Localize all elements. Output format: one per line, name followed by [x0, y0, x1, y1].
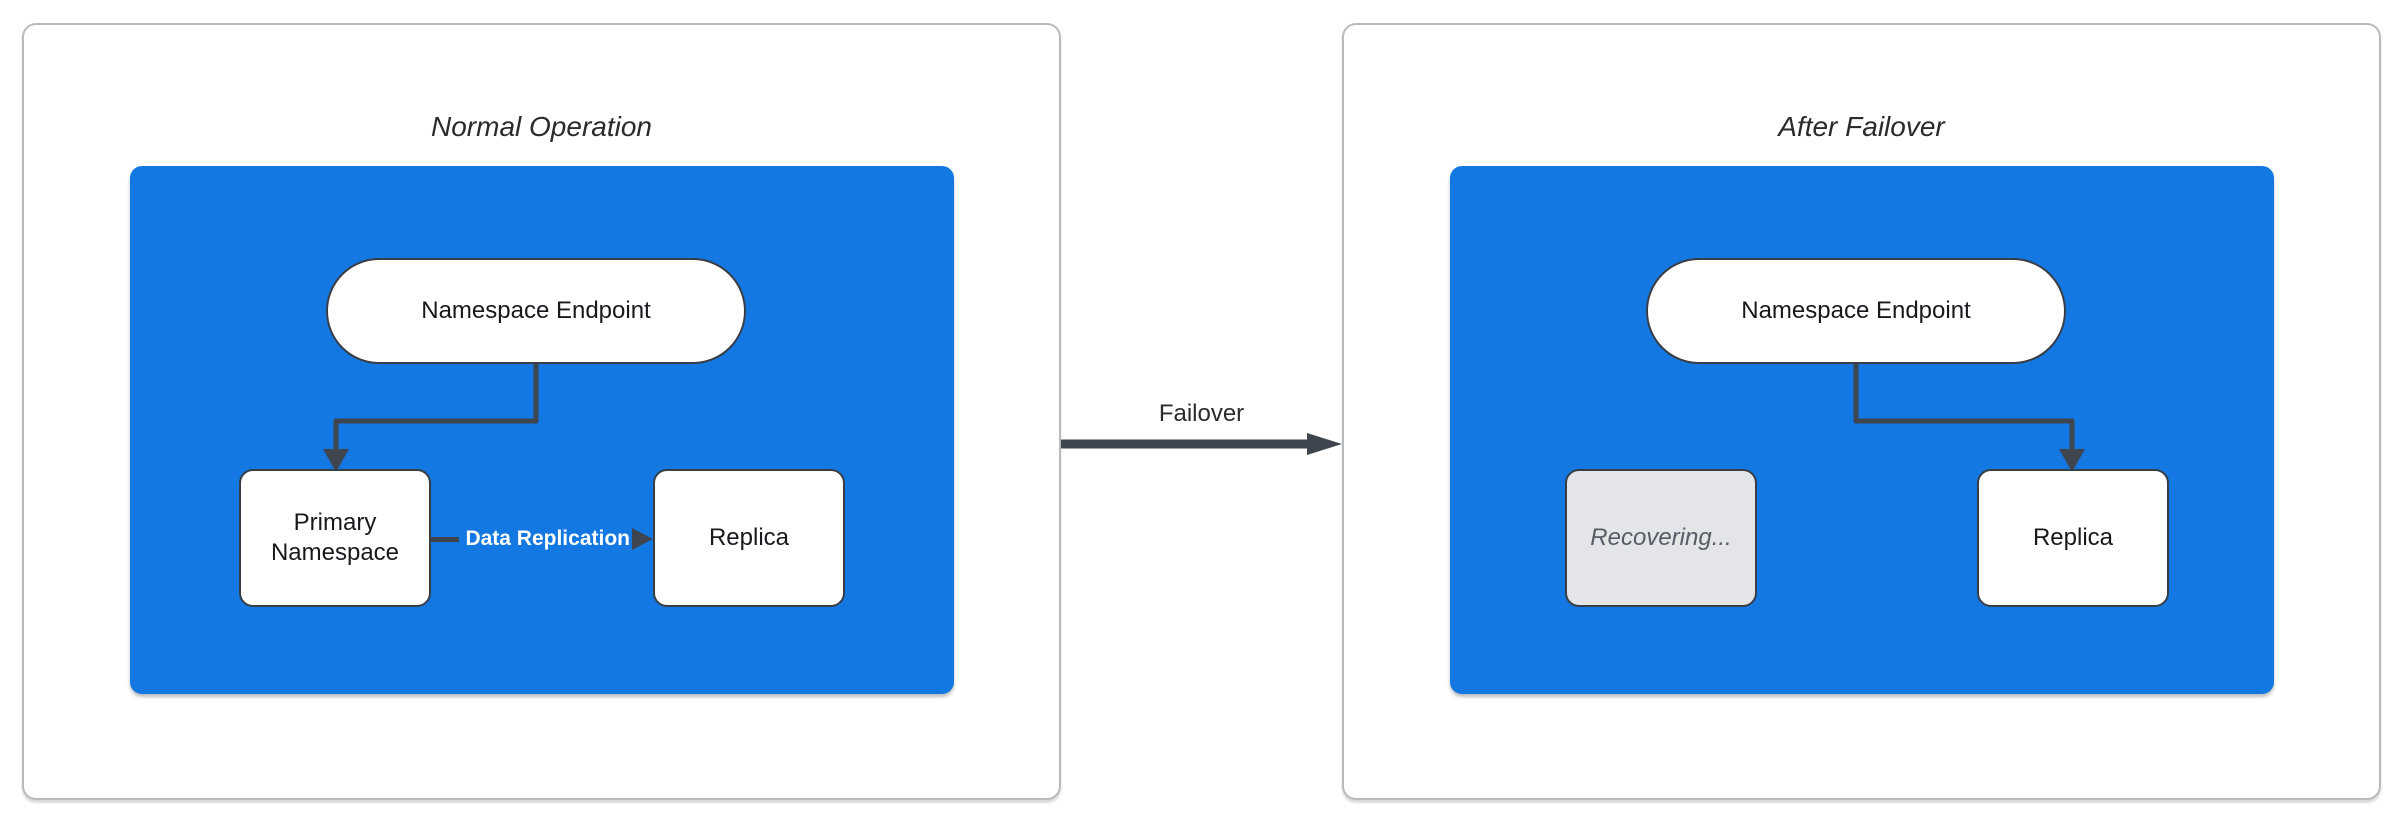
- node-label: Recovering...: [1590, 524, 1732, 551]
- connector-line: [1853, 364, 2075, 453]
- node-replica: Replica: [1977, 469, 2169, 607]
- node-recovering: Recovering...: [1565, 469, 1757, 607]
- failover-transition: Failover: [1061, 399, 1342, 457]
- node-label: Namespace Endpoint: [1741, 297, 1971, 324]
- failover-arrow: [1061, 433, 1342, 455]
- elbow-connector-endpoint-to-replica: [1853, 364, 2085, 472]
- node-primary-namespace: Primary Namespace: [239, 469, 431, 607]
- edge-line: [431, 536, 460, 542]
- node-label: Replica: [2032, 524, 2114, 551]
- failover-label: Failover: [1158, 400, 1245, 427]
- node-label: Primary Namespace: [270, 509, 400, 566]
- node-namespace-endpoint: Namespace Endpoint: [1646, 258, 2066, 364]
- edge-label: Data Replication: [465, 527, 630, 550]
- panel-title: After Failover: [1778, 111, 1945, 142]
- arrowhead-right-icon: [632, 528, 653, 550]
- panel-normal-operation: Normal Operation Namespace Endpoint Prim…: [22, 23, 1061, 800]
- node-replica: Replica: [653, 469, 845, 607]
- node-label: Namespace Endpoint: [421, 297, 651, 324]
- elbow-connector-endpoint-to-primary: [323, 364, 539, 472]
- arrowhead-right-icon: [1307, 433, 1342, 455]
- node-namespace-endpoint: Namespace Endpoint: [326, 258, 746, 364]
- edge-data-replication: Data Replication: [431, 508, 653, 570]
- cluster-normal-operation: Namespace Endpoint Primary Namespace Rep…: [130, 166, 954, 694]
- connector-line: [333, 364, 539, 453]
- panel-after-failover: After Failover Namespace Endpoint Recove…: [1342, 23, 2381, 800]
- cluster-after-failover: Namespace Endpoint Recovering... Replica: [1450, 166, 2274, 694]
- node-label: Replica: [708, 524, 790, 551]
- panel-title: Normal Operation: [431, 111, 652, 142]
